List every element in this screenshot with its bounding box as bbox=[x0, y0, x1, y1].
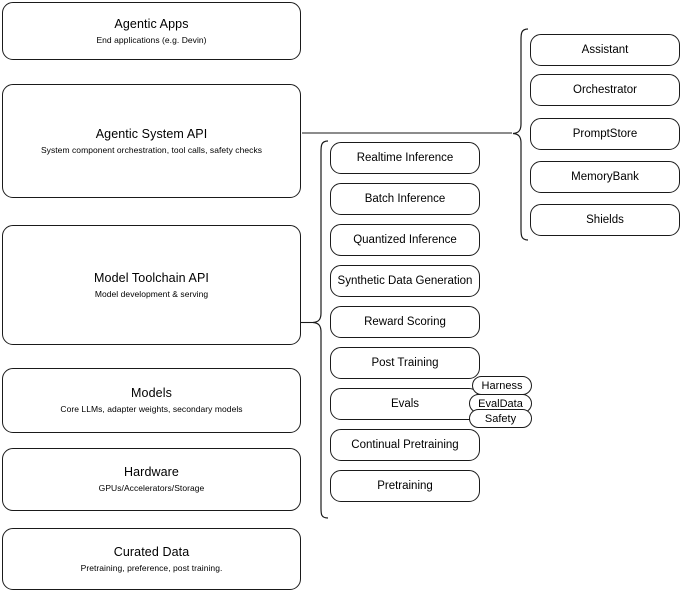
toolchain-component-label: Realtime Inference bbox=[356, 152, 454, 164]
evals-subcomponent-harness[interactable]: Harness bbox=[472, 376, 532, 395]
system-component-orchestrator[interactable]: Orchestrator bbox=[530, 74, 680, 106]
toolchain-component-label: Quantized Inference bbox=[353, 234, 457, 246]
stack-layer-title: Model Toolchain API bbox=[94, 270, 209, 285]
evals-subcomponent-label: EvalData bbox=[478, 397, 523, 410]
stack-layer-title: Agentic System API bbox=[95, 126, 208, 141]
toolchain-component-label: Batch Inference bbox=[364, 193, 446, 205]
toolchain-component-pretraining[interactable]: Pretraining bbox=[330, 470, 480, 502]
system-component-promptstore[interactable]: PromptStore bbox=[530, 118, 680, 150]
brace-system-components bbox=[512, 28, 529, 241]
stack-layer-agentic-apps[interactable]: Agentic Apps End applications (e.g. Devi… bbox=[2, 2, 301, 60]
toolchain-component-quantized-inference[interactable]: Quantized Inference bbox=[330, 224, 480, 256]
toolchain-component-label: Post Training bbox=[371, 357, 439, 369]
toolchain-component-reward-scoring[interactable]: Reward Scoring bbox=[330, 306, 480, 338]
system-component-label: PromptStore bbox=[572, 128, 638, 140]
system-component-shields[interactable]: Shields bbox=[530, 204, 680, 236]
toolchain-component-label: Reward Scoring bbox=[364, 316, 446, 328]
evals-subcomponent-label: Safety bbox=[484, 412, 517, 425]
toolchain-component-label: Evals bbox=[390, 398, 420, 410]
system-component-memorybank[interactable]: MemoryBank bbox=[530, 161, 680, 193]
toolchain-component-continual-pretraining[interactable]: Continual Pretraining bbox=[330, 429, 480, 461]
stack-layer-subtitle: End applications (e.g. Devin) bbox=[96, 34, 207, 45]
system-component-label: Shields bbox=[586, 214, 624, 226]
stack-layer-subtitle: Pretraining, preference, post training. bbox=[80, 562, 223, 573]
stack-layer-models[interactable]: Models Core LLMs, adapter weights, secon… bbox=[2, 368, 301, 433]
toolchain-component-label: Synthetic Data Generation bbox=[337, 275, 473, 287]
stack-layer-subtitle: GPUs/Accelerators/Storage bbox=[98, 483, 205, 493]
evals-subcomponent-safety[interactable]: Safety bbox=[469, 409, 532, 428]
stack-layer-subtitle: Model development & serving bbox=[94, 288, 209, 299]
stack-layer-title: Models bbox=[131, 386, 172, 400]
stack-layer-model-toolchain-api[interactable]: Model Toolchain API Model development & … bbox=[2, 225, 301, 345]
toolchain-component-label: Pretraining bbox=[377, 480, 433, 492]
toolchain-component-batch-inference[interactable]: Batch Inference bbox=[330, 183, 480, 215]
stack-layer-hardware[interactable]: Hardware GPUs/Accelerators/Storage bbox=[2, 448, 301, 511]
stack-layer-subtitle: Core LLMs, adapter weights, secondary mo… bbox=[60, 404, 243, 414]
evals-subcomponent-label: Harness bbox=[481, 379, 523, 392]
toolchain-component-realtime-inference[interactable]: Realtime Inference bbox=[330, 142, 480, 174]
stack-layer-subtitle: System component orchestration, tool cal… bbox=[40, 144, 263, 155]
stack-layer-title: Hardware bbox=[124, 465, 179, 479]
brace-toolchain bbox=[312, 140, 329, 519]
toolchain-component-evals[interactable]: Evals bbox=[330, 388, 480, 420]
system-component-assistant[interactable]: Assistant bbox=[530, 34, 680, 66]
toolchain-component-synthetic-data-generation[interactable]: Synthetic Data Generation bbox=[330, 265, 480, 297]
system-component-label: Orchestrator bbox=[573, 84, 637, 96]
stack-layer-title: Curated Data bbox=[113, 544, 190, 559]
system-component-label: Assistant bbox=[581, 44, 629, 56]
stack-layer-title: Agentic Apps bbox=[114, 16, 189, 31]
system-component-label: MemoryBank bbox=[571, 171, 639, 183]
toolchain-component-post-training[interactable]: Post Training bbox=[330, 347, 480, 379]
toolchain-component-label: Continual Pretraining bbox=[351, 439, 459, 451]
stack-layer-agentic-system-api[interactable]: Agentic System API System component orch… bbox=[2, 84, 301, 198]
stack-layer-curated-data[interactable]: Curated Data Pretraining, preference, po… bbox=[2, 528, 301, 590]
